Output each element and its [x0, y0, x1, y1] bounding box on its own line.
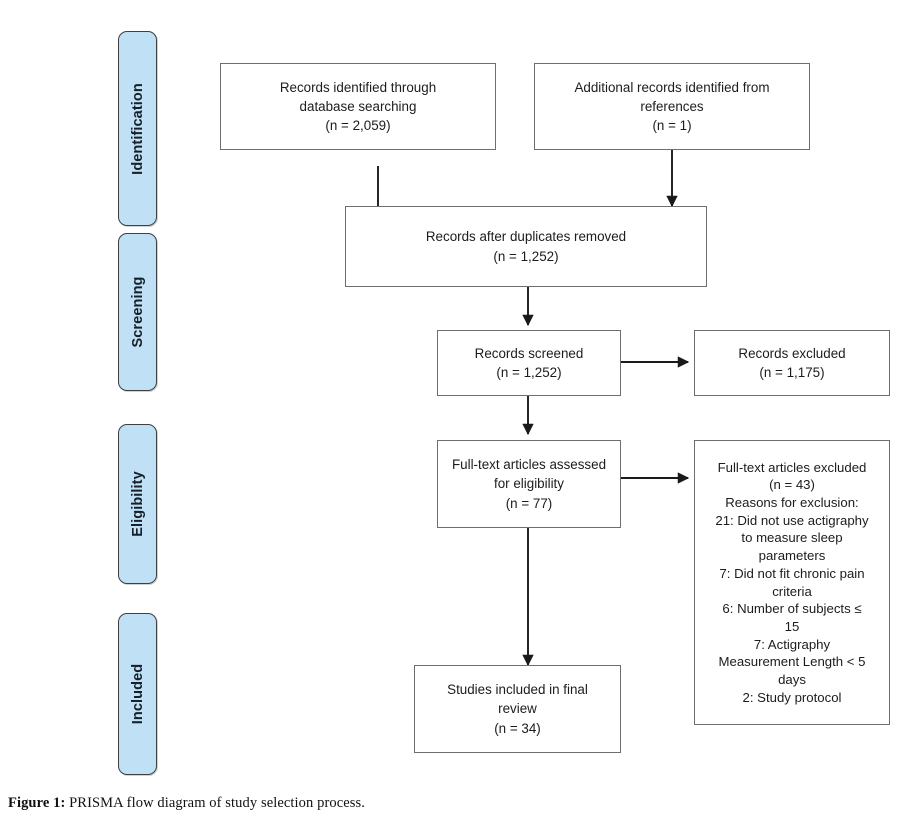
box-records-identified: Records identified through database sear… — [220, 63, 496, 150]
stage-label-screening: Screening — [129, 276, 146, 348]
stage-pill-included: Included — [118, 613, 157, 775]
stage-label-identification: Identification — [129, 82, 146, 175]
box-studies-included-text: Studies included in final review (n = 34… — [447, 682, 588, 736]
stage-pill-identification: Identification — [118, 31, 157, 226]
box-additional-records-text: Additional records identified from refer… — [574, 79, 770, 134]
stage-label-eligibility: Eligibility — [129, 471, 146, 537]
box-duplicates-removed-text: Records after duplicates removed (n = 1,… — [425, 229, 627, 264]
box-records-screened-text: Records screened (n = 1,252) — [474, 345, 584, 380]
stage-pill-eligibility: Eligibility — [118, 424, 157, 584]
stage-label-included: Included — [129, 663, 146, 725]
box-records-screened: Records screened (n = 1,252) — [437, 330, 621, 396]
box-duplicates-removed: Records after duplicates removed (n = 1,… — [345, 206, 707, 287]
figure-caption-text: PRISMA flow diagram of study selection p… — [65, 795, 366, 811]
box-fulltext-assessed-text: Full-text articles assessed for eligibil… — [451, 457, 607, 511]
figure-caption-label: Figure 1: — [8, 795, 66, 811]
stage-pill-screening: Screening — [118, 233, 157, 391]
box-records-excluded: Records excluded (n = 1,175) — [694, 330, 890, 396]
box-additional-records: Additional records identified from refer… — [534, 63, 810, 150]
box-records-identified-text: Records identified through database sear… — [279, 79, 437, 134]
box-fulltext-excluded-text: Full-text articles excluded (n = 43) Rea… — [715, 459, 869, 705]
box-studies-included: Studies included in final review (n = 34… — [414, 665, 621, 753]
box-records-excluded-text: Records excluded (n = 1,175) — [738, 345, 846, 380]
figure-caption: Figure 1: PRISMA flow diagram of study s… — [8, 795, 888, 812]
box-fulltext-excluded: Full-text articles excluded (n = 43) Rea… — [694, 440, 890, 725]
box-fulltext-assessed: Full-text articles assessed for eligibil… — [437, 440, 621, 528]
